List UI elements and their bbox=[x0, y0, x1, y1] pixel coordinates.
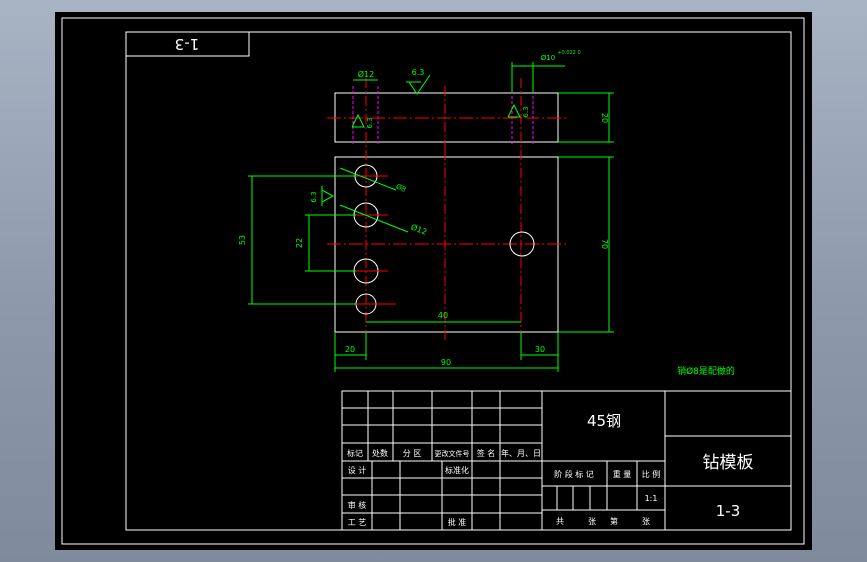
th-sheets: 张 bbox=[588, 517, 596, 526]
th-ratio: 比 例 bbox=[642, 469, 661, 479]
th-approve: 批 准 bbox=[448, 517, 467, 527]
drawing-note: 销Ø8是配做的 bbox=[677, 365, 735, 377]
dim-left-offset: 20 bbox=[345, 345, 355, 354]
cad-drawing: 1-3 Ø12 6.3 6.3 6.3 Ø10 +0.022 0 bbox=[61, 17, 805, 545]
dim-width: 90 bbox=[441, 358, 451, 367]
corner-label: 1-3 bbox=[175, 35, 200, 53]
th-mark: 标记 bbox=[347, 448, 363, 458]
dim-thickness: 20 bbox=[600, 113, 609, 123]
th-sheet-unit: 张 bbox=[642, 517, 650, 526]
roughness-side: 6.3 bbox=[310, 191, 318, 202]
th-total: 共 bbox=[556, 517, 564, 526]
scale-value: 1:1 bbox=[645, 494, 658, 503]
dim-right-hole: Ø10 bbox=[541, 54, 555, 62]
th-standardize: 标准化 bbox=[445, 465, 469, 475]
roughness-top: 6.3 bbox=[412, 68, 425, 77]
dim-side-hole: Ø12 bbox=[410, 222, 429, 237]
th-process: 工 艺 bbox=[348, 518, 367, 527]
th-sheet-no: 第 bbox=[610, 516, 618, 526]
th-design: 设 计 bbox=[348, 465, 367, 475]
roughness-hole-right: 6.3 bbox=[522, 106, 530, 117]
corner-label-box bbox=[125, 31, 250, 57]
dim-right-offset: 30 bbox=[535, 345, 545, 354]
th-signature: 签 名 bbox=[477, 448, 496, 458]
outer-border bbox=[61, 17, 805, 545]
dim-right-hole-tol: +0.022 0 bbox=[557, 50, 580, 56]
th-weight: 重 量 bbox=[613, 469, 632, 479]
part-name: 钻模板 bbox=[703, 453, 754, 473]
th-date: 年、月、日 bbox=[501, 448, 541, 458]
th-zone: 分 区 bbox=[403, 449, 422, 458]
th-stage-mark: 阶 段 标 记 bbox=[554, 469, 594, 479]
th-count: 处数 bbox=[372, 448, 388, 458]
th-change-doc: 更改文件号 bbox=[435, 449, 470, 458]
material: 45钢 bbox=[587, 412, 621, 430]
dim-height: 70 bbox=[600, 239, 609, 249]
th-review: 审 核 bbox=[348, 500, 367, 510]
hole-right bbox=[509, 231, 535, 257]
dim-small-hole: Ø8 bbox=[395, 182, 407, 193]
title-block bbox=[341, 390, 792, 531]
dim-spacing: 40 bbox=[438, 311, 448, 320]
dim-top-hole: Ø12 bbox=[358, 69, 374, 79]
dim-inner-vertical: 22 bbox=[295, 238, 304, 248]
drawing-number: 1-3 bbox=[716, 502, 741, 520]
top-view: Ø12 6.3 6.3 6.3 Ø10 +0.022 0 20 bbox=[327, 50, 614, 152]
roughness-hole-left: 6.3 bbox=[366, 117, 374, 128]
drawing-canvas: 1-3 Ø12 6.3 6.3 6.3 Ø10 +0.022 0 bbox=[55, 12, 812, 550]
dim-outer-vertical: 53 bbox=[238, 235, 247, 245]
front-view: Ø8 Ø12 6.3 53 22 70 40 20 30 9 bbox=[238, 150, 614, 372]
